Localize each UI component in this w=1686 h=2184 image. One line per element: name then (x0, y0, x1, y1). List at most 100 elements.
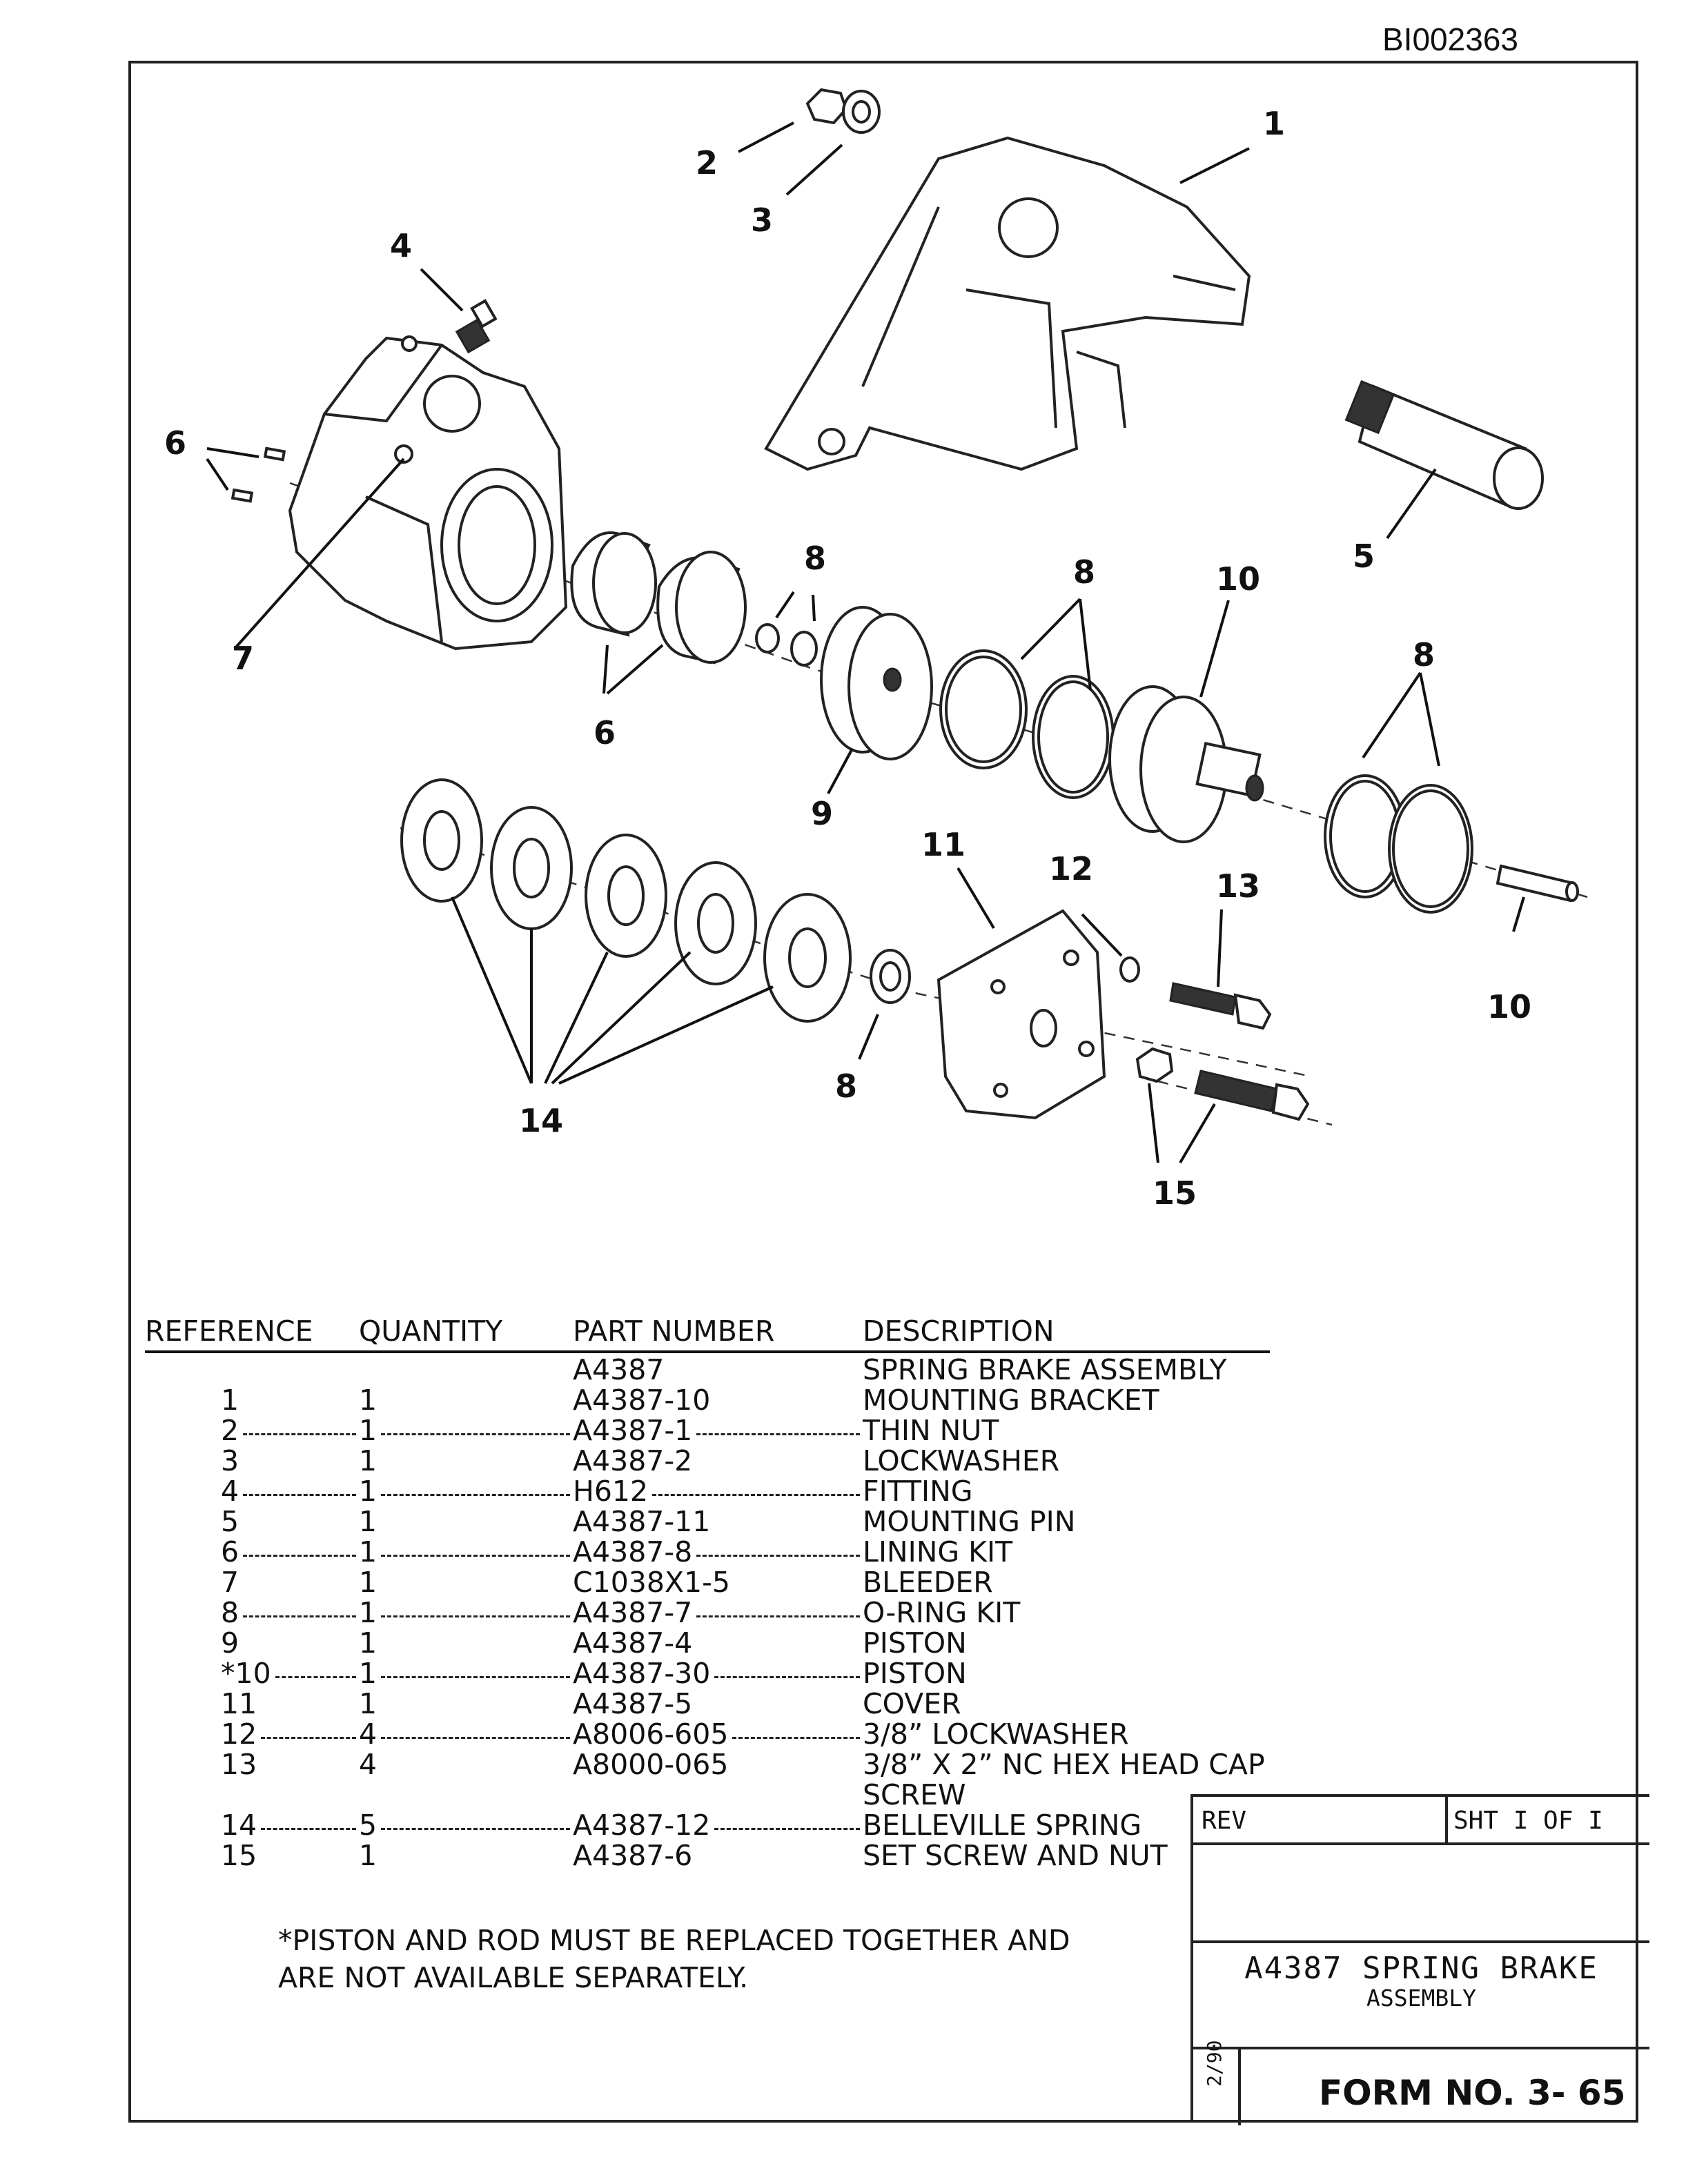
o-ring-small-a (755, 623, 780, 653)
leader-dash (696, 1555, 860, 1557)
quantity-cell: 1 (359, 1626, 378, 1660)
reference-cell: 8 (221, 1596, 239, 1629)
callout-12: 12 (1049, 850, 1093, 887)
quantity-cell: 1 (359, 1444, 378, 1477)
table-row: 13 4 A8000-065 3/8” X 2” NC HEX HEAD CAP (145, 1748, 1270, 1781)
callout-11: 11 (921, 826, 965, 863)
description-cell: MOUNTING BRACKET (863, 1384, 1159, 1417)
description-cell: SPRING BRAKE ASSEMBLY (863, 1353, 1227, 1386)
table-row: 1 1 A4387-10 MOUNTING BRACKET (145, 1384, 1270, 1417)
piston-part (820, 606, 933, 760)
note-line-1: *PISTON AND ROD MUST BE REPLACED TOGETHE… (278, 1924, 1070, 1957)
part-number-cell: A4387-2 (573, 1444, 693, 1477)
callout-9: 9 (811, 795, 833, 832)
quantity-cell: 1 (359, 1657, 378, 1690)
reference-cell: *10 (221, 1657, 271, 1690)
part-number-cell: A4387 (573, 1353, 665, 1386)
callout-10-piston: 10 (1216, 560, 1260, 598)
replacement-note: *PISTON AND ROD MUST BE REPLACED TOGETHE… (278, 1922, 1070, 1996)
quantity-cell: 1 (359, 1414, 378, 1447)
drawing-frame (128, 61, 1638, 2123)
set-nut-part (1135, 1047, 1174, 1083)
o-ring-small-b (790, 631, 818, 667)
quantity-cell: 5 (359, 1809, 378, 1842)
leader-dash (381, 1433, 570, 1435)
note-line-2: ARE NOT AVAILABLE SEPARATELY. (278, 1961, 749, 1994)
part-number-cell: A4387-11 (573, 1505, 711, 1538)
fitting-part (455, 299, 498, 354)
description-cell: LINING KIT (863, 1535, 1013, 1568)
quantity-cell: 1 (359, 1839, 378, 1872)
header-reference: REFERENCE (145, 1315, 313, 1348)
leader-dash (714, 1676, 860, 1678)
quantity-cell: 1 (359, 1384, 378, 1417)
reference-cell: 15 (221, 1839, 257, 1872)
description-cell: 3/8” X 2” NC HEX HEAD CAP (863, 1748, 1265, 1781)
description-cell: PISTON (863, 1626, 967, 1660)
mounting-pin-part (1344, 380, 1544, 510)
header-description: DESCRIPTION (863, 1315, 1055, 1348)
leader-dash (261, 1828, 356, 1830)
leader-dash (243, 1615, 356, 1617)
description-cell: PISTON (863, 1657, 967, 1690)
revision-label: REV (1202, 1807, 1247, 1835)
cap-screw-part (1169, 982, 1272, 1030)
part-number-cell: A8000-065 (573, 1748, 729, 1781)
reference-cell: 5 (221, 1505, 239, 1538)
description-cell: COVER (863, 1687, 961, 1720)
description-cell: MOUNTING PIN (863, 1505, 1076, 1538)
sheet-number: SHT I OF I (1453, 1807, 1603, 1835)
header-quantity: QUANTITY (359, 1315, 503, 1348)
belleville-springs-part (400, 778, 852, 1023)
o-ring-large-a (939, 649, 1028, 769)
leader-dash (652, 1494, 860, 1496)
reference-cell: 2 (221, 1414, 239, 1447)
description-cell: LOCKWASHER (863, 1444, 1060, 1477)
leader-dash (696, 1615, 860, 1617)
callout-1: 1 (1263, 105, 1285, 142)
callout-8-right: 8 (1413, 636, 1435, 673)
reference-cell: 1 (221, 1384, 239, 1417)
reference-cell: 13 (221, 1748, 257, 1781)
table-row: A4387 SPRING BRAKE ASSEMBLY (145, 1353, 1270, 1386)
callout-5: 5 (1353, 538, 1375, 575)
reference-cell: 4 (221, 1475, 239, 1508)
callout-8-small: 8 (804, 540, 826, 577)
description-cell: BLEEDER (863, 1566, 993, 1599)
callout-7: 7 (232, 640, 254, 677)
description-cell: BELLEVILLE SPRING (863, 1809, 1142, 1842)
table-row: SCREW (145, 1778, 1270, 1811)
part-number-cell: A4387-7 (573, 1596, 693, 1629)
part-number-cell: A4387-4 (573, 1626, 693, 1660)
leader-dash (714, 1828, 860, 1830)
reference-cell: 6 (221, 1535, 239, 1568)
part-number-cell: A4387-8 (573, 1535, 693, 1568)
description-cell: SCREW (863, 1778, 966, 1811)
drawing-title: A4387 SPRING BRAKE (1244, 1951, 1598, 1986)
callout-2: 2 (696, 144, 718, 181)
leader-dash (261, 1737, 356, 1739)
callout-15: 15 (1153, 1174, 1197, 1212)
document-id: BI002363 (1382, 21, 1518, 57)
reference-cell: 14 (221, 1809, 257, 1842)
quantity-cell: 4 (359, 1748, 378, 1781)
part-number-cell: A4387-10 (573, 1384, 711, 1417)
callout-6-lining: 6 (594, 714, 616, 751)
mounting-bracket-part (764, 136, 1251, 471)
callout-6-screws: 6 (164, 424, 186, 462)
leader-dash (243, 1494, 356, 1496)
